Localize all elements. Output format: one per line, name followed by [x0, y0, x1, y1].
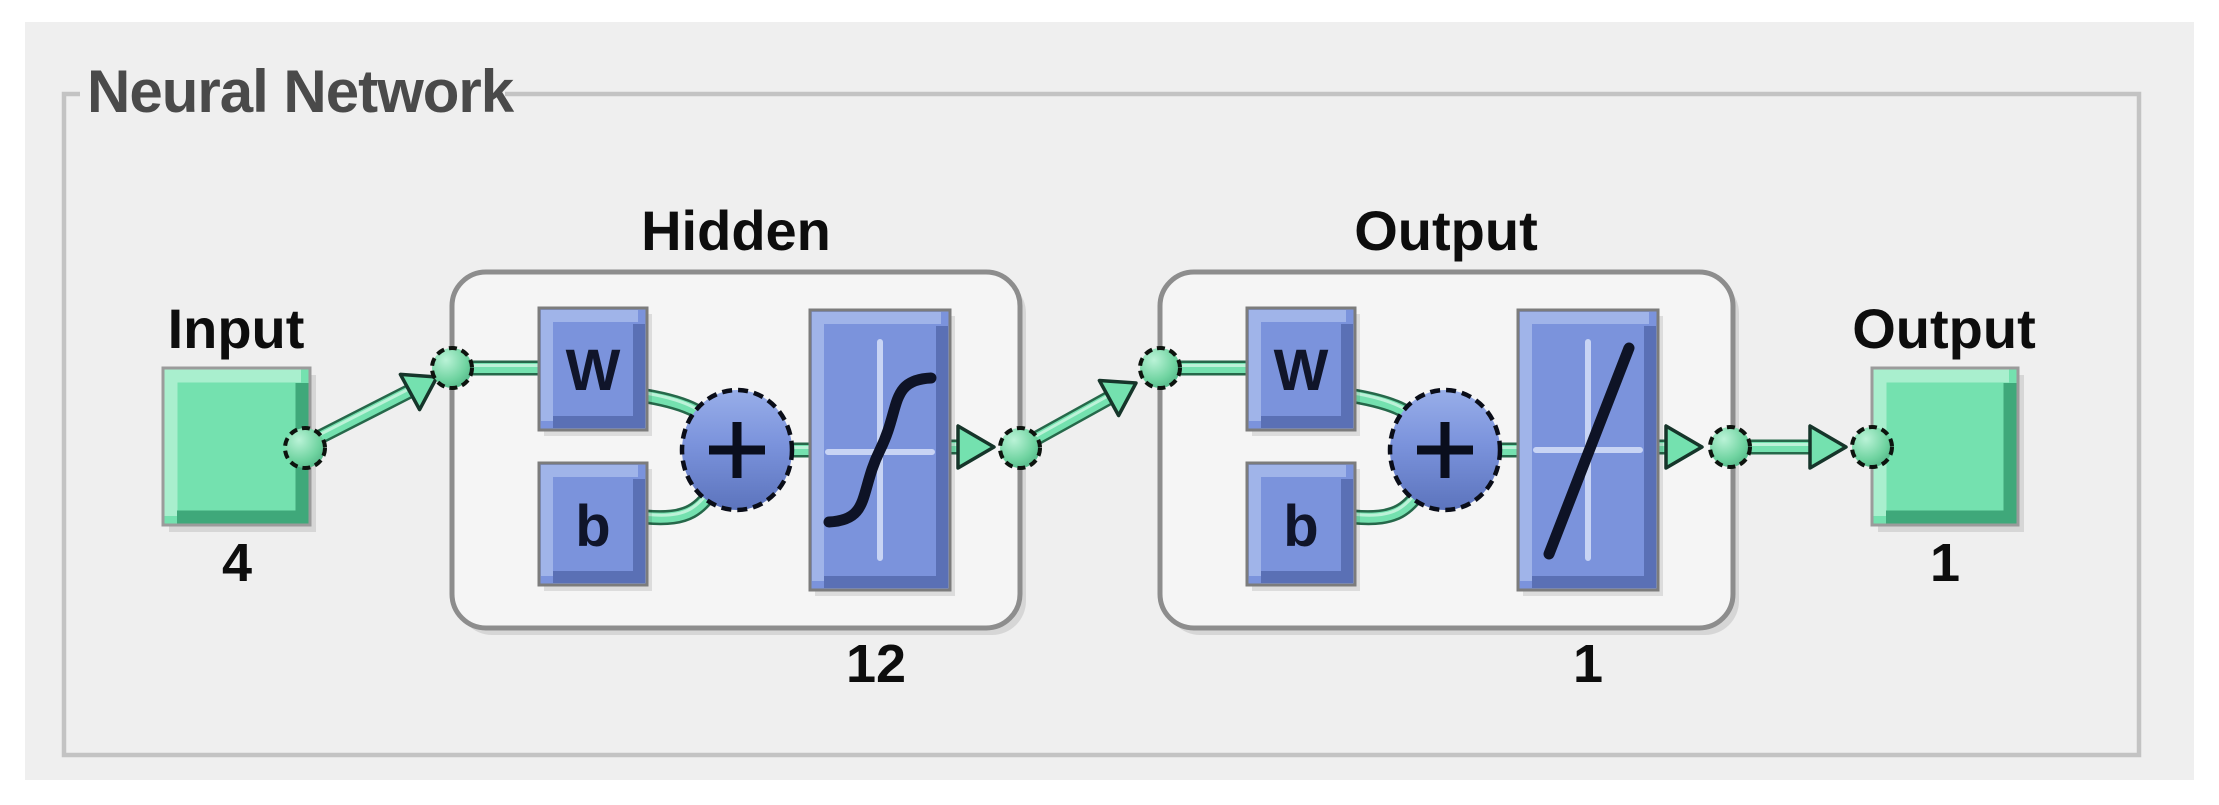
hidden-layer-size: 12 [846, 634, 906, 694]
weight-block-bevel-light [541, 310, 638, 421]
network-output-label: Output [1852, 297, 2035, 360]
transfer-block-bevel-light [1520, 312, 1649, 581]
hidden-weight-block [537, 306, 649, 432]
input-square-bevel-light [164, 369, 301, 516]
arrow-icon [956, 424, 996, 470]
output-square [1870, 366, 2020, 527]
input-label: Input [168, 297, 305, 360]
transfer-block-bevel-dark [1532, 326, 1656, 588]
weight-block-bevel-light [1249, 310, 1346, 421]
bias-block-bevel-light [1249, 465, 1346, 576]
bias-block-bevel-dark [553, 479, 645, 583]
connection-node-icon [998, 426, 1042, 470]
transfer-block-bevel-dark [824, 326, 948, 588]
arrow-icon [1097, 378, 1138, 418]
output-bias-block [1245, 461, 1357, 587]
output-weight-label: W [1274, 338, 1329, 403]
arrow-icon [398, 372, 439, 412]
linear-transfer-icon [1543, 342, 1635, 560]
output-layer-size: 1 [1573, 634, 1603, 694]
hidden-layer-title: Hidden [641, 199, 831, 262]
connection-node-icon [430, 346, 474, 390]
arrowheads [398, 372, 1848, 470]
hidden-bias-label: b [575, 494, 610, 559]
network-output-block: Output 1 [1852, 297, 2035, 593]
network-output-size: 1 [1930, 533, 1960, 593]
hidden-bias-block [537, 461, 649, 587]
connection-node-icon [1138, 346, 1182, 390]
output-layer-title: Output [1354, 199, 1537, 262]
input-square-bevel-dark [177, 383, 309, 524]
hidden-layer-internals: W b [537, 306, 955, 596]
transfer-block-bevel-light [812, 312, 941, 581]
input-size: 4 [222, 533, 252, 593]
connection-node-icon [283, 426, 327, 470]
hidden-weight-label: W [566, 338, 621, 403]
bias-block-bevel-light [541, 465, 638, 576]
arrow-icon [1664, 424, 1704, 470]
connection-nodes [283, 346, 1894, 470]
group-box-border [61, 91, 2142, 758]
weight-block-bevel-dark [553, 324, 645, 428]
output-bias-label: b [1283, 494, 1318, 559]
plus-icon [1417, 422, 1473, 478]
sigmoid-transfer-icon [823, 372, 937, 528]
bias-block-bevel-dark [1261, 479, 1353, 583]
plus-icon [709, 422, 765, 478]
output-layer-internals: W b [1245, 306, 1663, 596]
group-box-title: Neural Network [87, 58, 515, 125]
connection-node-icon [1850, 425, 1894, 469]
arrow-icon [1808, 424, 1848, 470]
weight-block-bevel-dark [1261, 324, 1353, 428]
output-square-bevel-light [1873, 369, 2009, 516]
output-square-bevel-dark [1886, 383, 2017, 524]
output-weight-block [1245, 306, 1357, 432]
connection-node-icon [1708, 425, 1752, 469]
